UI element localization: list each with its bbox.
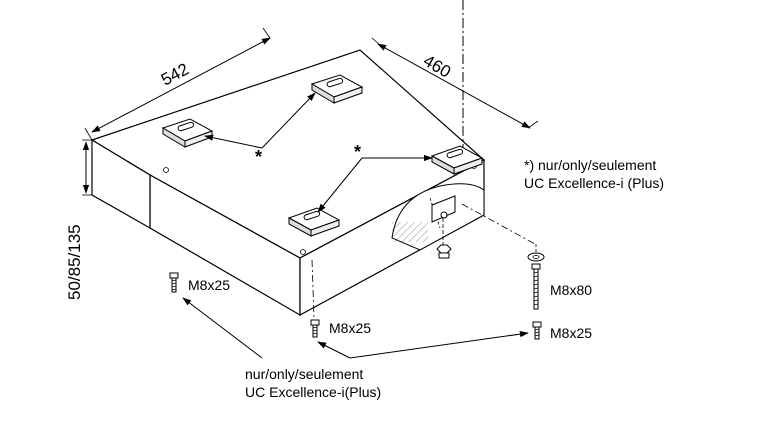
screw-center-label: M8x25 xyxy=(329,320,371,336)
hole-left xyxy=(163,167,169,173)
screw-right-short-label: M8x25 xyxy=(550,325,592,341)
callout-bottom xyxy=(182,297,529,359)
screw-long-label: M8x80 xyxy=(550,282,592,298)
pad-right xyxy=(430,145,484,175)
callout-top: * xyxy=(204,92,316,167)
asterisk-mark-2: * xyxy=(354,142,361,162)
note-top-right-line1: *) nur/only/seulement xyxy=(524,157,656,173)
dim-width-label: 542 xyxy=(158,59,192,89)
pad-front xyxy=(287,207,341,237)
note-bottom-line1: nur/only/seulement xyxy=(245,366,363,382)
dim-height-label: 50/85/135 xyxy=(65,224,84,300)
screw-left-label: M8x25 xyxy=(188,277,230,293)
dim-depth-label: 460 xyxy=(420,51,454,82)
cutout-hatch xyxy=(392,222,428,242)
hole-front xyxy=(300,249,306,255)
base-frame xyxy=(90,49,486,317)
screw-center-icon xyxy=(310,319,320,338)
note-bottom-line2: UC Excellence-i(Plus) xyxy=(245,384,381,400)
washer-icon xyxy=(527,252,545,262)
asterisk-mark-1: * xyxy=(255,147,262,167)
screw-left-icon xyxy=(169,272,179,293)
callout-middle: * xyxy=(317,142,433,213)
screw-long-icon xyxy=(531,263,541,310)
bracket-assembly xyxy=(429,195,545,262)
pad-back xyxy=(310,74,364,104)
dimension-height: 50/85/135 xyxy=(65,139,92,300)
nut-icon xyxy=(436,244,452,259)
note-top-right-line2: UC Excellence-i (Plus) xyxy=(524,175,664,191)
screw-right-short-icon xyxy=(532,321,542,340)
